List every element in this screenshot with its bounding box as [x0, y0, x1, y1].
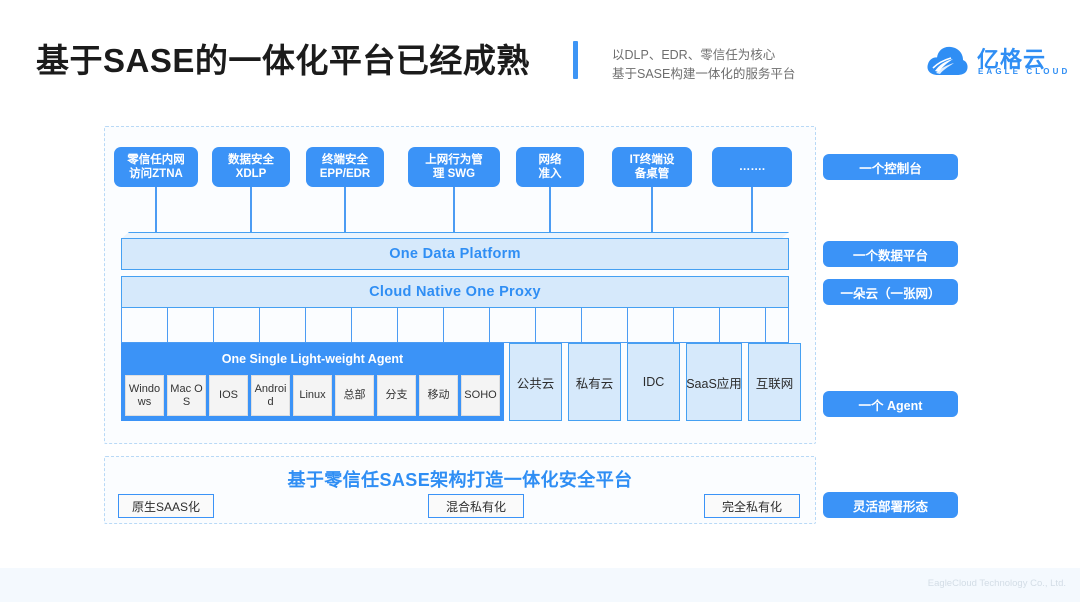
comb-connector	[213, 308, 260, 343]
deploy-option-native-saas[interactable]: 原生SAAS化	[118, 494, 214, 518]
subtitle-line-1: 以DLP、EDR、零信任为核心	[612, 48, 776, 62]
comb-connector	[259, 308, 306, 343]
side-label-one-agent[interactable]: 一个 Agent	[823, 391, 958, 417]
title-divider	[573, 41, 578, 79]
logo-text-cn: 亿格云	[977, 47, 1047, 72]
comb-connector	[305, 308, 352, 343]
brand-logo: 亿格云 EAGLE CLOUD	[925, 40, 1067, 84]
comb-connector	[397, 308, 444, 343]
agent-cell-macos[interactable]: Mac OS	[167, 375, 206, 416]
comb-connector	[443, 308, 490, 343]
side-label-one-cloud-one-network[interactable]: 一朵云（一张网）	[823, 279, 958, 305]
connector-stem	[453, 187, 455, 238]
destination-idc[interactable]: IDC	[627, 343, 680, 421]
destination-internet[interactable]: 互联网	[748, 343, 801, 421]
destination-private-cloud[interactable]: 私有云	[568, 343, 621, 421]
subtitle-line-2: 基于SASE构建一体化的服务平台	[612, 67, 796, 81]
deploy-option-full-private[interactable]: 完全私有化	[704, 494, 800, 518]
agent-block[interactable]: One Single Light-weight Agent Windows Ma…	[121, 343, 504, 421]
agent-cell-soho[interactable]: SOHO	[461, 375, 500, 416]
comb-connector	[673, 308, 720, 343]
deployment-panel	[104, 456, 816, 524]
side-label-one-console[interactable]: 一个控制台	[823, 154, 958, 180]
footer-strip	[0, 568, 1080, 602]
slide-header: 基于SASE的一体化平台已经成熟 以DLP、EDR、零信任为核心 基于SASE构…	[0, 0, 1080, 110]
page-title: 基于SASE的一体化平台已经成熟	[36, 42, 530, 79]
agent-cell-mobile[interactable]: 移动	[419, 375, 458, 416]
comb-connector	[627, 308, 674, 343]
destination-public-cloud[interactable]: 公共云	[509, 343, 562, 421]
destination-saas-app[interactable]: SaaS应用	[686, 343, 742, 421]
side-label-flexible-deployment[interactable]: 灵活部署形态	[823, 492, 958, 518]
deployment-headline: 基于零信任SASE架构打造一体化安全平台	[287, 470, 633, 490]
logo-text-en: EAGLE CLOUD	[978, 67, 1071, 76]
side-label-one-data-platform[interactable]: 一个数据平台	[823, 241, 958, 267]
footer-copyright: EagleCloud Technology Co., Ltd.	[927, 578, 1066, 589]
capability-it-desktop[interactable]: IT终端设 备桌管	[612, 147, 692, 187]
connector-stem	[751, 187, 753, 238]
bar-one-data-platform[interactable]: One Data Platform	[121, 238, 789, 270]
capability-more[interactable]: …….	[712, 147, 792, 187]
agent-cell-android[interactable]: Android	[251, 375, 290, 416]
connector-stem	[651, 187, 653, 238]
comb-connector	[121, 308, 168, 343]
deploy-option-hybrid-private[interactable]: 混合私有化	[428, 494, 524, 518]
comb-connector	[535, 308, 582, 343]
connector-stem	[549, 187, 551, 238]
comb-connector	[581, 308, 628, 343]
capability-swg[interactable]: 上网行为管 理 SWG	[408, 147, 500, 187]
comb-connector	[167, 308, 214, 343]
agent-cell-ios[interactable]: IOS	[209, 375, 248, 416]
comb-connector	[351, 308, 398, 343]
bar-cloud-native-one-proxy[interactable]: Cloud Native One Proxy	[121, 276, 789, 308]
eagle-cloud-icon	[927, 46, 968, 75]
comb-connector	[719, 308, 766, 343]
agent-title: One Single Light-weight Agent	[221, 352, 404, 366]
connector-stem	[155, 187, 157, 238]
capability-epp-edr[interactable]: 终端安全 EPP/EDR	[306, 147, 384, 187]
comb-connector	[765, 308, 789, 343]
connector-stem	[344, 187, 346, 238]
capability-xdlp[interactable]: 数据安全 XDLP	[212, 147, 290, 187]
capability-network-access[interactable]: 网络 准入	[516, 147, 584, 187]
connector-stem	[250, 187, 252, 238]
agent-cell-branch[interactable]: 分支	[377, 375, 416, 416]
capability-ztna[interactable]: 零信任内网 访问ZTNA	[114, 147, 198, 187]
header-subtitle: 以DLP、EDR、零信任为核心 基于SASE构建一体化的服务平台	[612, 46, 795, 84]
agent-cell-windows[interactable]: Windows	[125, 375, 164, 416]
agent-cell-hq[interactable]: 总部	[335, 375, 374, 416]
agent-platform-list: Windows Mac OS IOS Android Linux 总部 分支 移…	[125, 375, 500, 416]
comb-connector	[489, 308, 536, 343]
agent-cell-linux[interactable]: Linux	[293, 375, 332, 416]
